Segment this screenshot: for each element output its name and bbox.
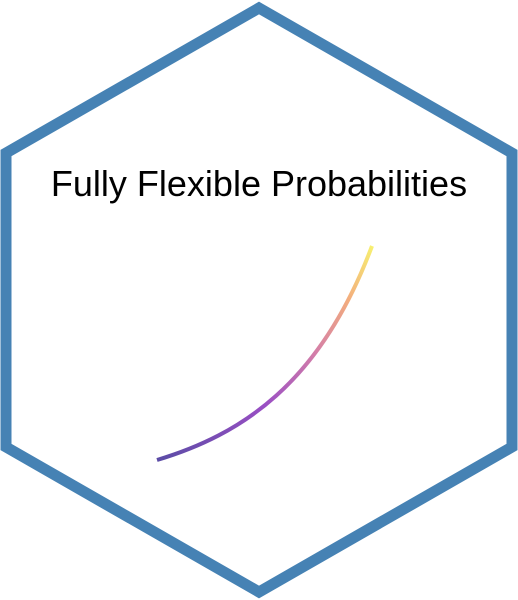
logo-title: Fully Flexible Probabilities <box>51 163 467 204</box>
probability-curve <box>156 245 374 462</box>
